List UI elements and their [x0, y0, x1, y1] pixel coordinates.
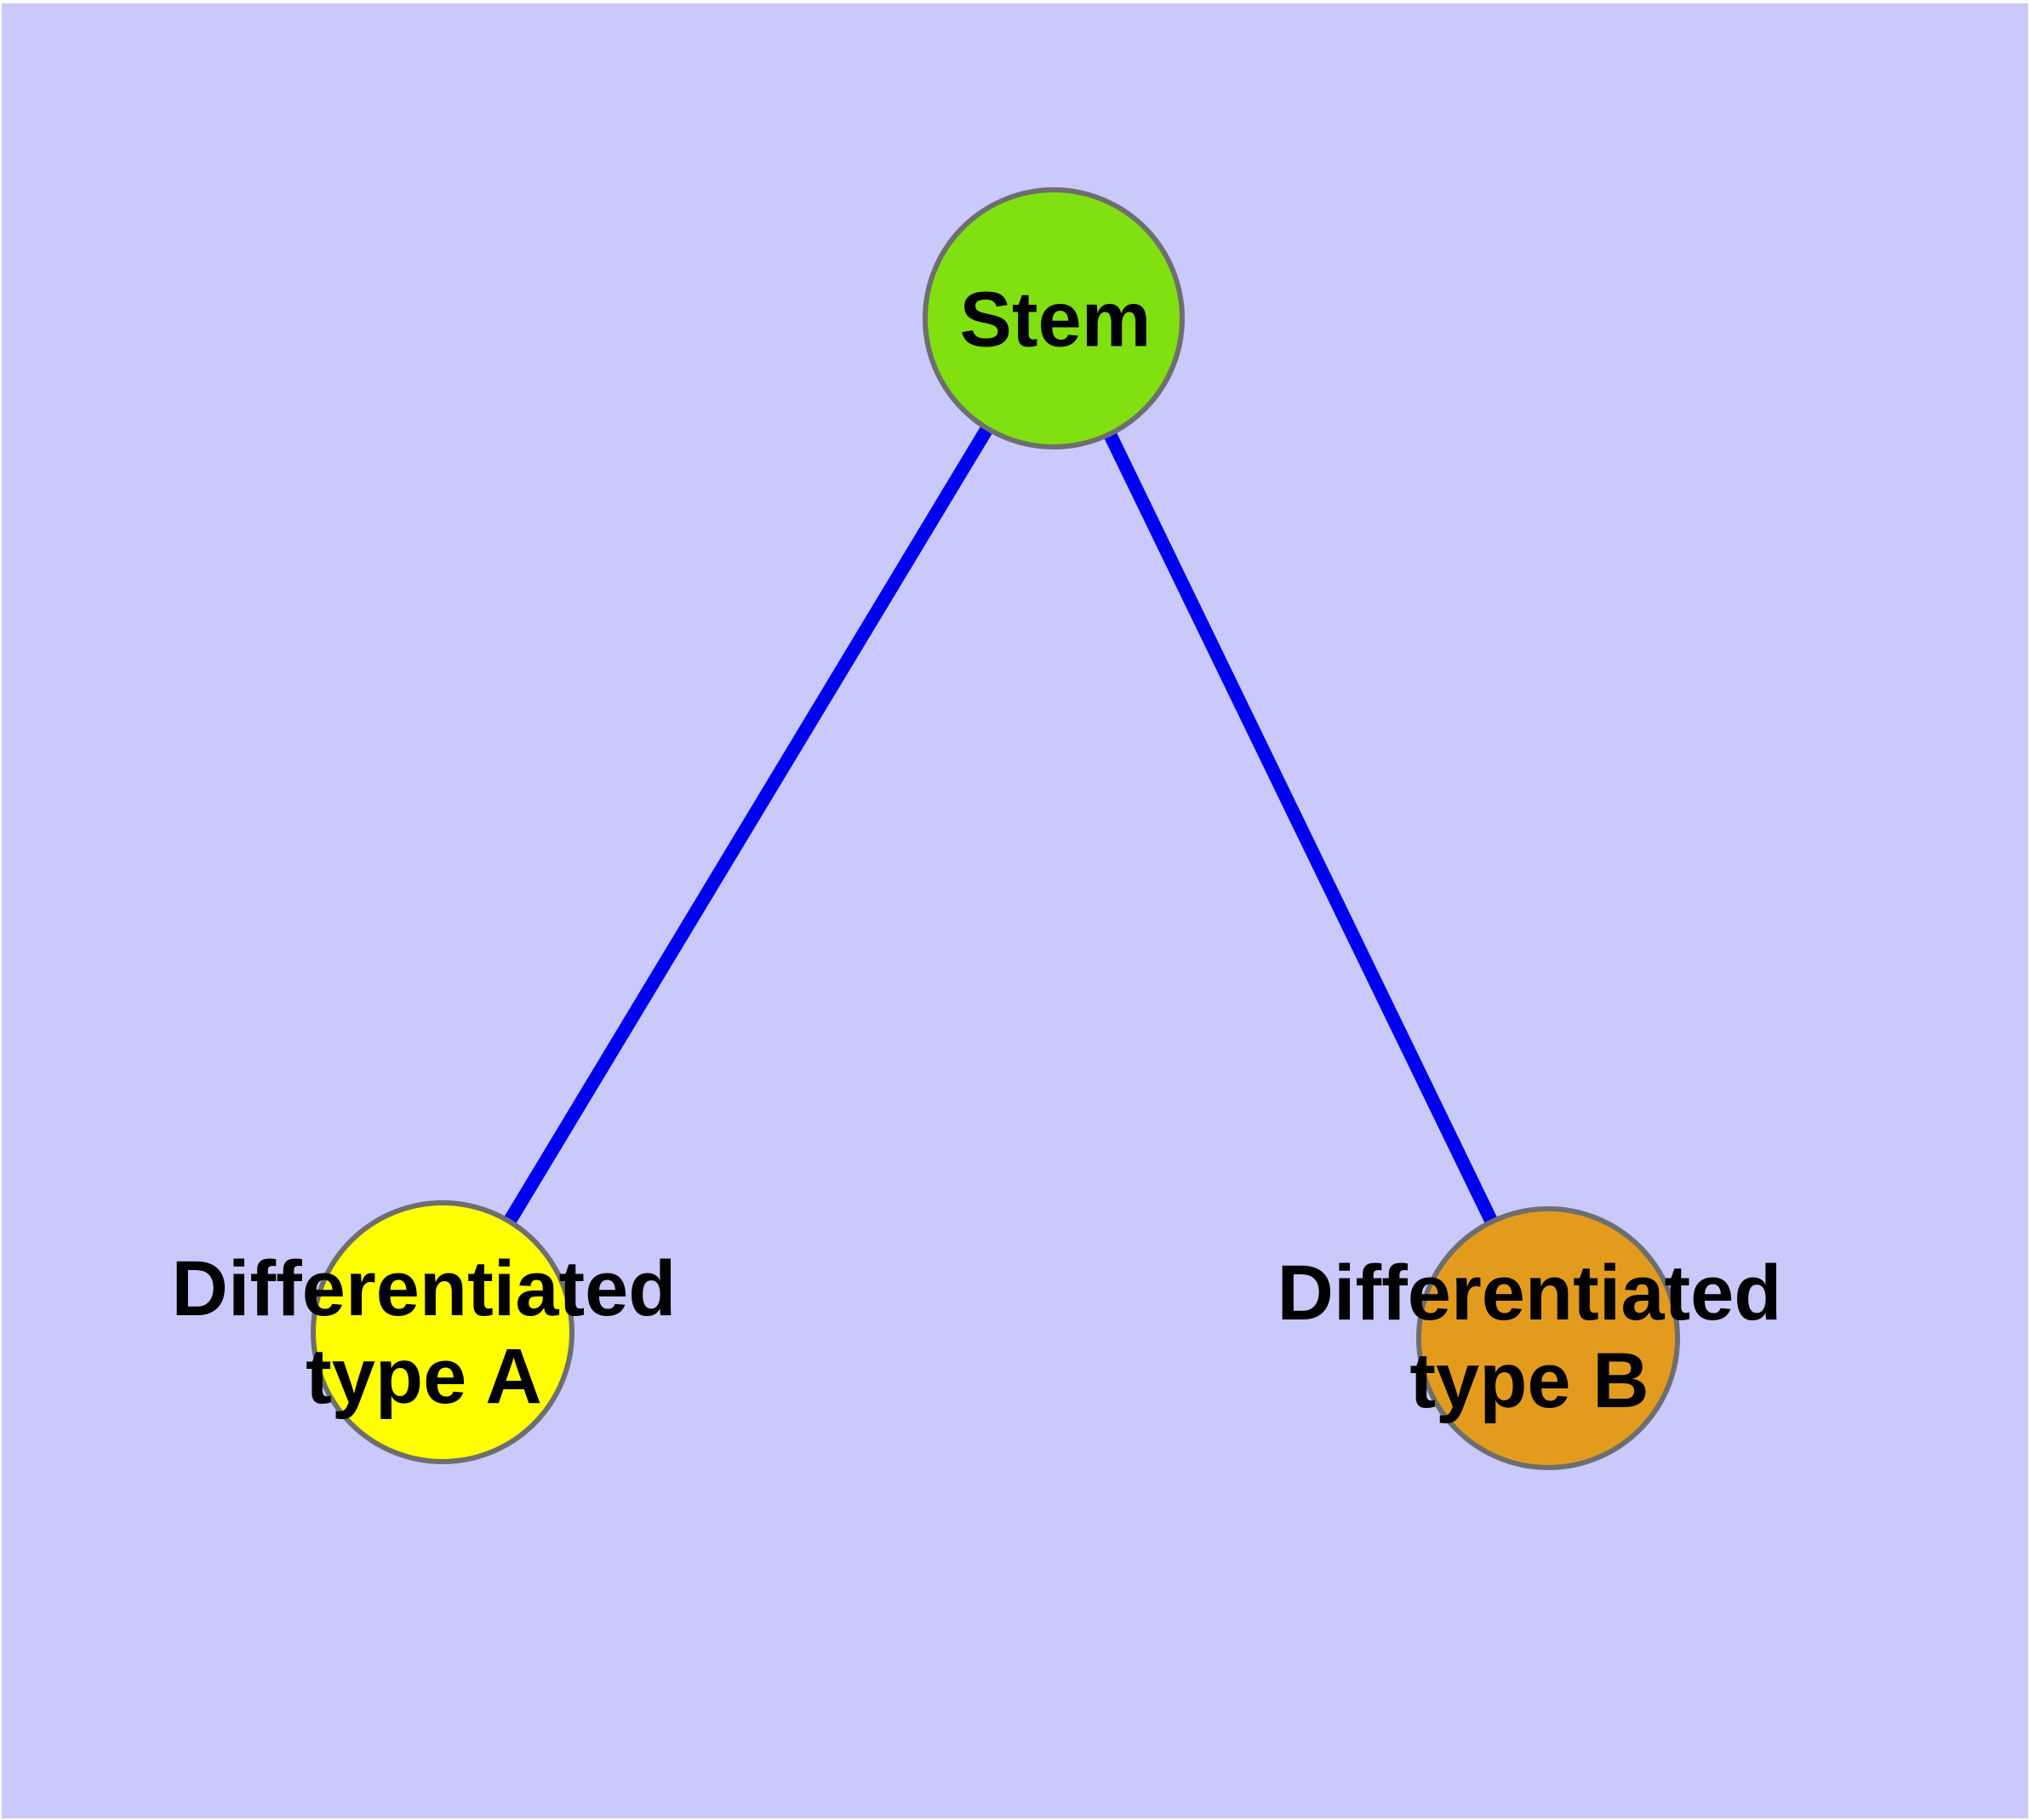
- node-differentiated-type-a: [311, 1200, 574, 1464]
- edge-stem-to-type-b: [1047, 315, 1555, 1342]
- node-differentiated-type-b: [1416, 1206, 1680, 1470]
- edge-stem-to-type-a: [437, 314, 1060, 1336]
- node-stem: [923, 187, 1185, 449]
